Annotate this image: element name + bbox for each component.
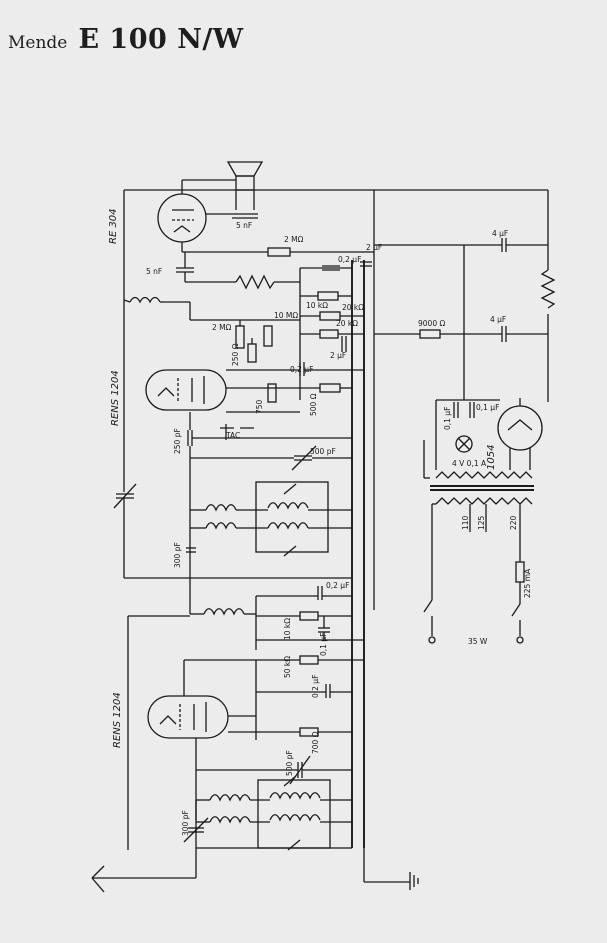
trimmer-left xyxy=(113,300,352,579)
c02-d xyxy=(325,684,331,698)
mains-switch xyxy=(423,599,524,644)
dial-lamp xyxy=(455,435,473,453)
power-transformer xyxy=(423,440,534,600)
c01-a-label: 0,1 μF xyxy=(443,407,452,430)
c300pf-a xyxy=(186,547,196,553)
r700-label: 700 Ω xyxy=(311,731,320,754)
r10k-a xyxy=(317,291,339,301)
c2uf-b-label: 2 μF xyxy=(330,351,346,360)
c4uf-b xyxy=(501,326,507,342)
r10k-a-label: 10 kΩ xyxy=(306,301,328,310)
volume-control xyxy=(235,274,275,290)
r500 xyxy=(319,383,341,393)
r250a-label: 250 Ω xyxy=(231,343,240,366)
c300pf-b xyxy=(183,800,209,843)
c02-a-label: 0,2 μF xyxy=(338,255,361,264)
c5nf-left xyxy=(176,252,236,283)
c250pf-label: 250 pF xyxy=(173,428,182,454)
watt-label: 35 W xyxy=(468,637,488,646)
r750 xyxy=(267,383,277,403)
c02-a xyxy=(322,265,340,271)
r250a xyxy=(247,343,257,363)
c02-b xyxy=(299,362,305,376)
filter-choke xyxy=(540,269,556,309)
antenna xyxy=(91,848,197,893)
ground-symbol xyxy=(409,872,419,890)
speaker-capacitor xyxy=(232,213,258,219)
tac-switch xyxy=(220,424,254,440)
c01-b-label: 0,1 μF xyxy=(476,403,499,412)
c5nf-top-label: 5 nF xyxy=(236,221,252,230)
r750-label: 750 xyxy=(255,399,264,414)
r20k-b xyxy=(319,329,339,339)
r9000 xyxy=(419,329,441,339)
c300pf-b-label: 300 pF xyxy=(181,810,190,836)
c02-b-label: 0,2 μF xyxy=(290,365,313,374)
tap110-label: 110 xyxy=(461,515,470,530)
r2m-grid-label: 2 MΩ xyxy=(212,323,232,332)
reaction-coil xyxy=(129,296,161,304)
c500pf-b-label: 500 pF xyxy=(285,750,294,776)
hf-tube-label: RENS 1204 xyxy=(112,692,123,748)
r10k-c xyxy=(299,611,319,621)
title-brand: Mende xyxy=(8,33,68,53)
hf-tube xyxy=(147,695,229,739)
loudspeaker xyxy=(226,161,264,210)
c500pf-a xyxy=(291,445,317,471)
c2uf-top xyxy=(360,261,372,267)
page-title: Mende E 100 N/W xyxy=(8,24,244,55)
fuse-label: 225 mA xyxy=(523,568,532,598)
rectifier-tube-label: 1054 xyxy=(486,445,497,470)
c2uf-b xyxy=(341,336,347,352)
c5nf-left-label: 5 nF xyxy=(146,267,162,276)
lamp-label: 4 V 0,1 A xyxy=(452,459,487,468)
r9000-label: 9000 Ω xyxy=(418,319,445,328)
r2m-top xyxy=(267,247,291,257)
c01-b xyxy=(469,402,475,418)
output-tube xyxy=(157,179,236,252)
r50k-label: 50 kΩ xyxy=(283,656,292,678)
detector-tube-label: RENS 1204 xyxy=(110,370,121,426)
tap220-label: 220 xyxy=(509,515,518,530)
detector-tube xyxy=(145,369,227,411)
c01-c-label: 0,1 μF xyxy=(319,633,328,656)
c01-c xyxy=(318,627,330,633)
coil-block-1 xyxy=(189,446,352,592)
c2uf-top-label: 2 μF xyxy=(366,243,382,252)
title-model: E 100 N/W xyxy=(78,24,244,55)
c300pf-a-label: 300 pF xyxy=(173,542,182,568)
r20k-a-label: 20 kΩ xyxy=(342,303,364,312)
c02-d-label: 0,2 μF xyxy=(311,675,320,698)
output-tube-label: RE 304 xyxy=(108,208,119,244)
r20k-b-label: 20 kΩ xyxy=(336,319,358,328)
r10m-label: 10 MΩ xyxy=(274,311,298,320)
c500pf-a-label: 500 pF xyxy=(310,447,336,456)
tac-label: TAC xyxy=(225,431,240,440)
r2m-top-label: 2 MΩ xyxy=(284,235,304,244)
c4uf-b-label: 4 μF xyxy=(490,315,506,324)
r10k-c-label: 10 kΩ xyxy=(283,618,292,640)
r10m xyxy=(263,325,273,347)
r50k xyxy=(299,655,319,665)
c02-c-label: 0,2 μF xyxy=(326,581,349,590)
c4uf-a xyxy=(501,238,507,252)
c02-c xyxy=(317,586,323,600)
ground-bus xyxy=(351,260,419,890)
coupling-coil xyxy=(203,608,245,616)
r500-label: 500 Ω xyxy=(309,393,318,416)
rectifier-tube xyxy=(497,398,543,470)
coil-block-2 xyxy=(195,738,352,851)
c01-a xyxy=(453,402,459,418)
c4uf-a-label: 4 μF xyxy=(492,229,508,238)
c250pf xyxy=(187,430,193,446)
tap125-label: 125 xyxy=(477,515,486,530)
